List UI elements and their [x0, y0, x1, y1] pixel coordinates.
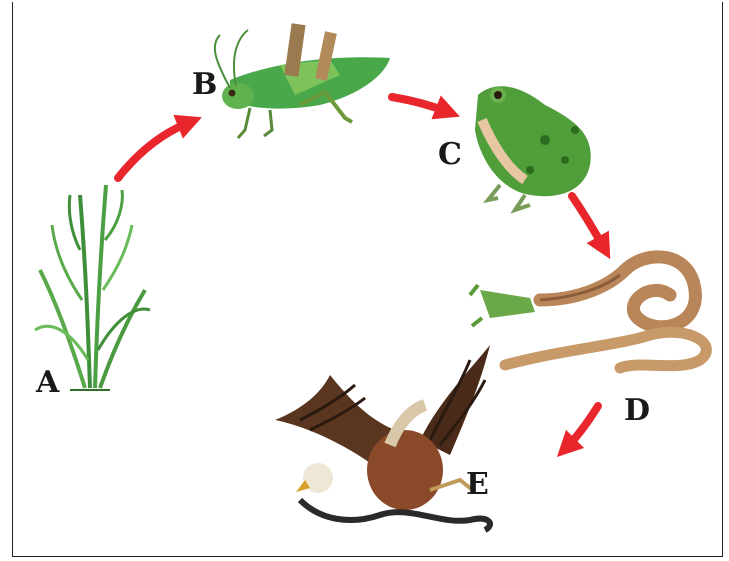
label-b: B — [192, 70, 217, 100]
arrow-a-to-b — [118, 122, 190, 178]
arrow-c-to-d — [572, 196, 604, 248]
label-e: E — [466, 470, 489, 500]
snake-icon — [470, 257, 706, 368]
label-a: A — [36, 368, 59, 398]
grasshopper-icon — [215, 23, 390, 138]
arrow-b-to-c — [392, 97, 448, 112]
label-c: C — [438, 140, 462, 170]
eagle-icon — [275, 345, 490, 530]
label-d: D — [624, 396, 650, 426]
grass-icon — [35, 185, 150, 390]
arrow-d-to-e — [566, 406, 598, 448]
frog-icon — [475, 86, 591, 210]
